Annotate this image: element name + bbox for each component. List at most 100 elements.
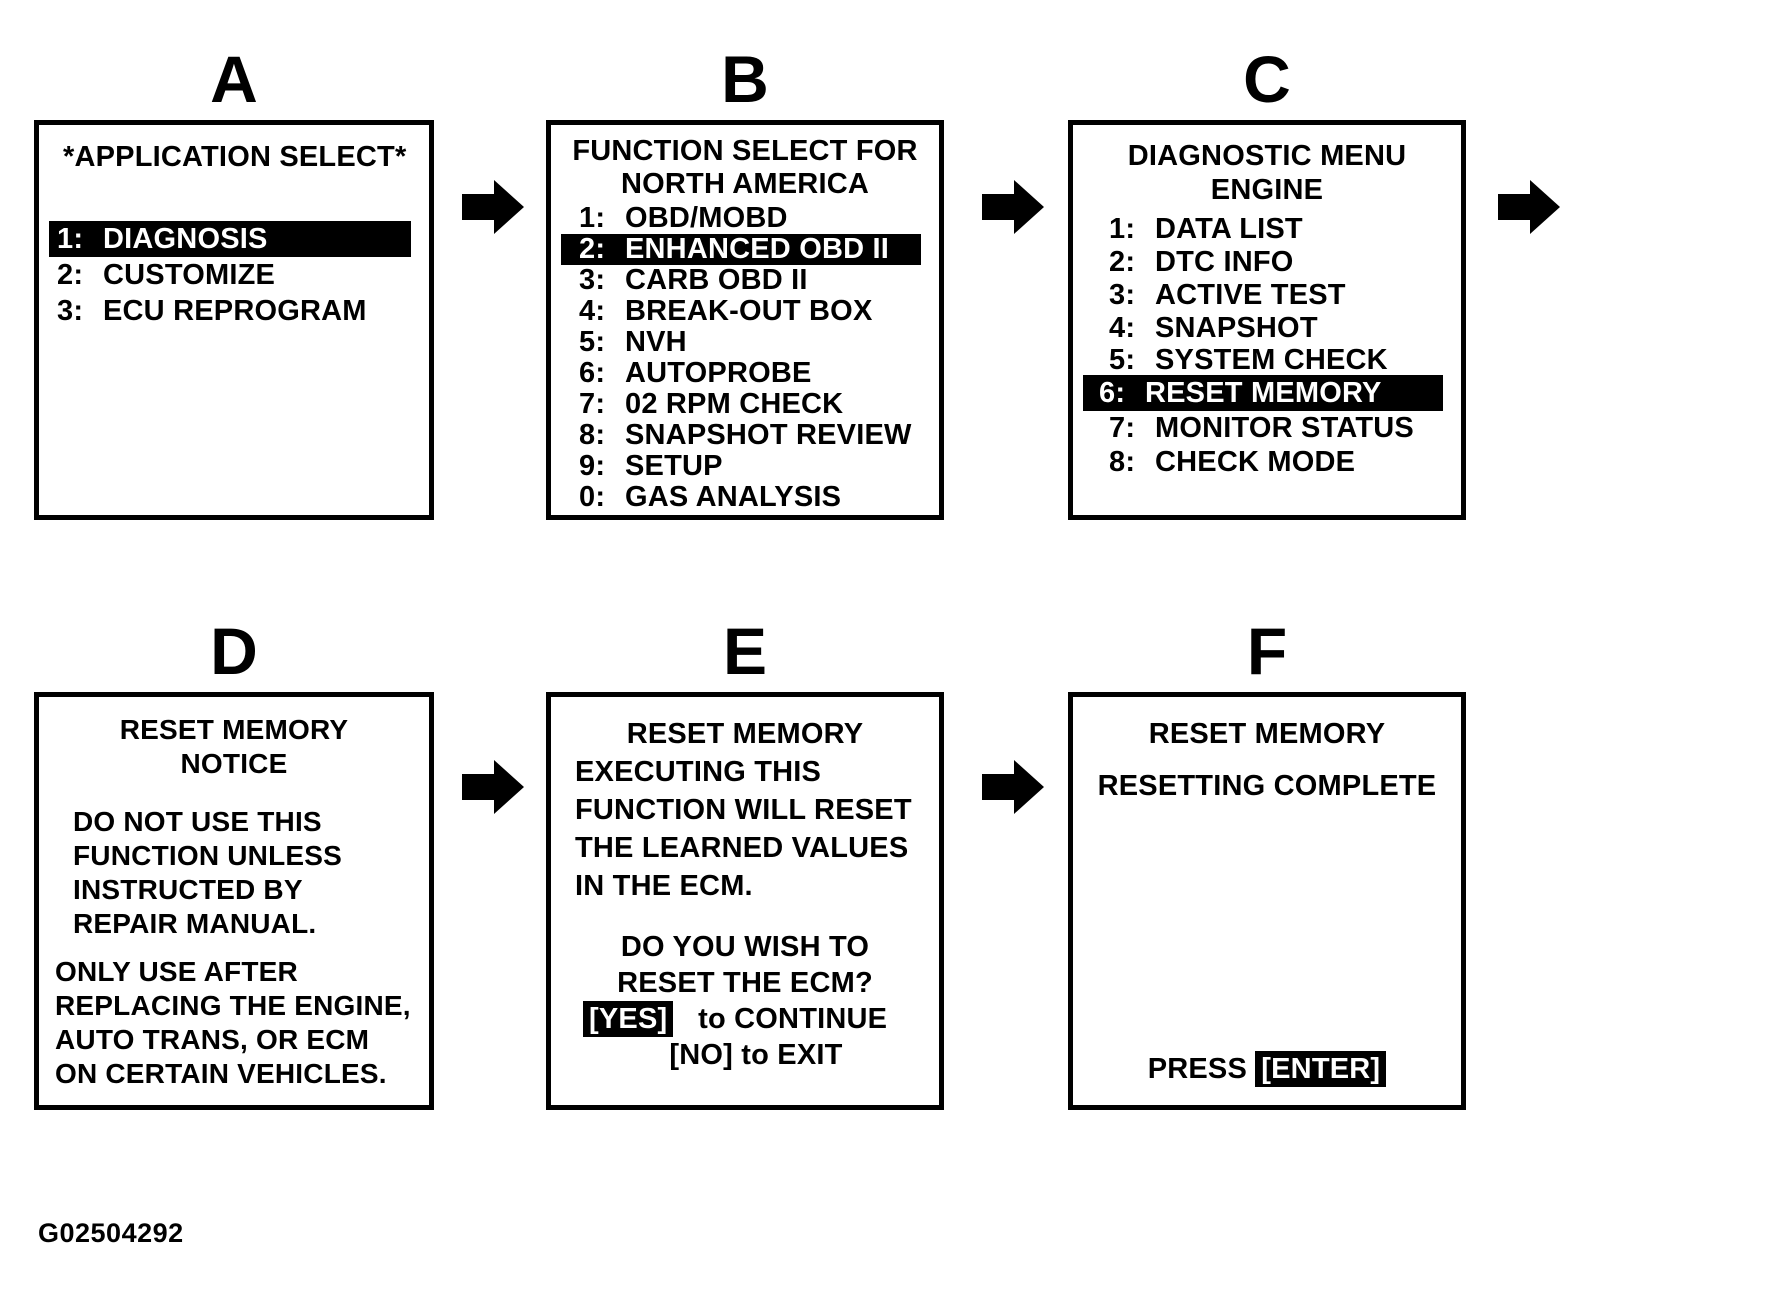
menu-item-number: 5: (1109, 344, 1136, 376)
notice-body-secondary: ONLY USE AFTER REPLACING THE ENGINE, AUT… (55, 956, 411, 1089)
panel-letter-f: F (1246, 614, 1288, 688)
yes-suffix-label: to CONTINUE (698, 1003, 888, 1035)
menu-item-number: 8: (579, 419, 606, 451)
screen-title-e: RESET MEMORY (626, 718, 864, 750)
menu-item[interactable]: 4: BREAK-OUT BOX (561, 296, 873, 327)
menu-item-number: 2: (57, 259, 84, 291)
panel-group-a: A *APPLICATION SELECT* 1:DIAGNOSIS 2:CUS… (34, 42, 434, 520)
menu-item-label: SNAPSHOT REVIEW (625, 419, 912, 451)
menu-list-a: 1:DIAGNOSIS 2: CUSTOMIZE 3: ECU REPROGRAM (49, 221, 419, 329)
screen-reset-memory-confirm[interactable]: RESET MEMORY EXECUTING THIS FUNCTION WIL… (546, 692, 944, 1110)
press-spacer (1247, 1051, 1255, 1087)
right-arrow-icon (462, 178, 524, 236)
menu-item-number: 8: (1109, 446, 1136, 478)
confirm-no-line[interactable]: [NO] to EXIT (669, 1039, 843, 1071)
menu-item-label: AUTOPROBE (625, 357, 812, 389)
menu-item[interactable]: 6: AUTOPROBE (561, 358, 812, 389)
panel-group-e: E RESET MEMORY EXECUTING THIS FUNCTION W… (546, 614, 944, 1110)
enter-key-badge[interactable]: [ENTER] (1255, 1051, 1387, 1087)
screen-reset-memory-notice[interactable]: RESET MEMORY NOTICE DO NOT USE THIS FUNC… (34, 692, 434, 1110)
panel-letter-a: A (210, 42, 258, 116)
menu-item[interactable]: 4: SNAPSHOT (1083, 312, 1318, 345)
menu-item-label: CARB OBD II (625, 264, 808, 296)
menu-item[interactable]: 3: CARB OBD II (561, 265, 808, 296)
menu-item-label: MONITOR STATUS (1155, 412, 1414, 444)
menu-item[interactable]: 2: ENHANCED OBD II (561, 234, 921, 265)
menu-item-number: 2: (1109, 246, 1136, 278)
menu-item-label: CHECK MODE (1155, 446, 1356, 478)
spacer (51, 781, 417, 805)
menu-item-number: 0: (579, 481, 606, 513)
notice-body-primary: DO NOT USE THIS FUNCTION UNLESS INSTRUCT… (73, 806, 342, 939)
menu-item[interactable]: 9: SETUP (561, 451, 723, 482)
menu-item-number: 3: (57, 295, 84, 327)
menu-item[interactable]: 5:SYSTEM CHECK (1083, 345, 1388, 375)
menu-item-label: GAS ANALYSIS (625, 481, 842, 513)
right-arrow-icon (982, 178, 1044, 236)
menu-item[interactable]: 8: SNAPSHOT REVIEW (561, 420, 912, 451)
menu-item[interactable]: 2: CUSTOMIZE (49, 257, 275, 293)
menu-list-b: 1:OBD/MOBD 2: ENHANCED OBD II 3: CARB OBD … (561, 203, 929, 513)
menu-item-number: 6: (579, 357, 606, 389)
panel-letter-e: E (722, 614, 768, 688)
menu-item[interactable]: 7: MONITOR STATUS (1083, 411, 1414, 445)
menu-item-number: 6: (1099, 377, 1126, 409)
spacer (51, 941, 417, 955)
menu-item-label: CUSTOMIZE (103, 259, 276, 291)
menu-item[interactable]: 5:NVH (561, 327, 687, 358)
menu-item-label: NVH (625, 326, 687, 358)
menu-item[interactable]: 0: GAS ANALYSIS (561, 482, 841, 513)
menu-item[interactable]: 1: DATA LIST (1083, 213, 1303, 246)
menu-list-c: 1: DATA LIST 2: DTC INFO 3: ACTIVE TEST 4: S… (1083, 213, 1451, 479)
menu-item-label: DTC INFO (1155, 246, 1294, 278)
panel-row-bottom: D RESET MEMORY NOTICE DO NOT USE THIS FU… (0, 614, 1791, 1180)
menu-item-number: 3: (1109, 279, 1136, 311)
confirm-body: EXECUTING THIS FUNCTION WILL RESET THE L… (575, 756, 912, 902)
menu-item-number: 9: (579, 450, 606, 482)
screen-diagnostic-menu[interactable]: DIAGNOSTIC MENU ENGINE 1: DATA LIST 2: DTC… (1068, 120, 1466, 520)
menu-item-number: 2: (579, 233, 606, 265)
menu-item-label: DATA LIST (1155, 213, 1303, 245)
confirm-yes-line[interactable]: [YES] to CONTINUE (561, 1001, 929, 1037)
screen-title-f: RESET MEMORY (1148, 718, 1386, 750)
panel-group-c: C DIAGNOSTIC MENU ENGINE 1:DATA LIST 2:D… (1068, 42, 1466, 520)
menu-item-number: 1: (1109, 213, 1136, 245)
menu-item-number: 7: (1109, 412, 1136, 444)
yes-spacer (673, 1001, 698, 1037)
menu-item-number: 1: (57, 223, 84, 255)
menu-item-label: SNAPSHOT (1155, 312, 1318, 344)
menu-item[interactable]: 7: 02 RPM CHECK (561, 389, 843, 420)
screen-reset-memory-complete[interactable]: RESET MEMORY RESETTING COMPLETE PRESS [E… (1068, 692, 1466, 1110)
menu-item[interactable]: 1:DIAGNOSIS (49, 221, 411, 257)
menu-item-label: BREAK-OUT BOX (625, 295, 873, 327)
menu-item[interactable]: 3: ACTIVE TEST (1083, 279, 1346, 312)
press-enter-line[interactable]: PRESS [ENTER] (1073, 1051, 1461, 1087)
menu-item[interactable]: 6:RESET MEMORY (1083, 375, 1443, 411)
menu-item-label: ECU REPROGRAM (103, 295, 367, 327)
right-arrow-icon (982, 758, 1044, 816)
menu-item-label: SETUP (625, 450, 723, 482)
menu-item-label: OBD/MOBD (625, 202, 788, 234)
screen-application-select[interactable]: *APPLICATION SELECT* 1:DIAGNOSIS 2:CUSTO… (34, 120, 434, 520)
panel-letter-c: C (1243, 42, 1291, 116)
right-arrow-icon (462, 758, 524, 816)
menu-item[interactable]: 2: DTC INFO (1083, 246, 1294, 279)
menu-item[interactable]: 3: ECU REPROGRAM (49, 293, 367, 329)
menu-item[interactable]: 8: CHECK MODE (1083, 445, 1355, 479)
screen-title-d: RESET MEMORY NOTICE (119, 714, 349, 779)
screen-title-c: DIAGNOSTIC MENU ENGINE (1127, 140, 1407, 206)
spacer (561, 905, 929, 929)
menu-item-number: 4: (1109, 312, 1136, 344)
menu-item-label: ENHANCED OBD II (625, 233, 890, 265)
menu-item-number: 4: (579, 295, 606, 327)
yes-key-badge[interactable]: [YES] (583, 1001, 674, 1037)
screen-title-b: FUNCTION SELECT FOR NORTH AMERICA (572, 135, 918, 200)
menu-item-label: 02 RPM CHECK (625, 388, 844, 420)
menu-item-number: 3: (579, 264, 606, 296)
menu-item-number: 7: (579, 388, 606, 420)
screen-function-select[interactable]: FUNCTION SELECT FOR NORTH AMERICA 1:OBD/… (546, 120, 944, 520)
panel-letter-b: B (721, 42, 769, 116)
menu-item-label: ACTIVE TEST (1155, 279, 1346, 311)
menu-item[interactable]: 1:OBD/MOBD (561, 203, 788, 234)
